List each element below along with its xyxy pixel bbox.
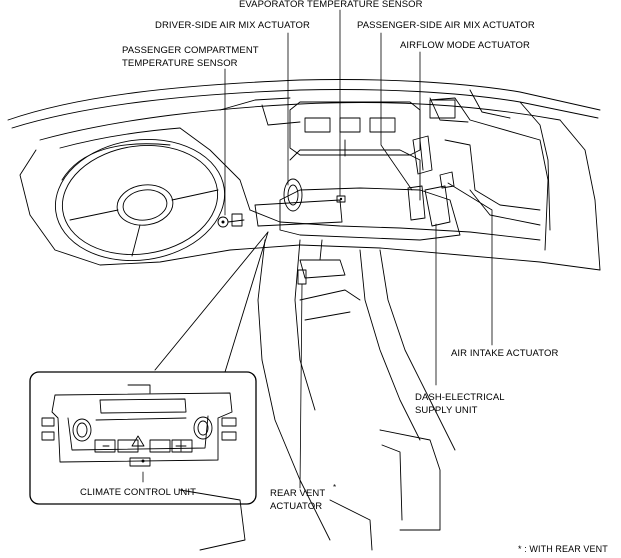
hvac-unit-body <box>254 101 461 279</box>
airflow-mode-actuator-shape <box>412 135 433 175</box>
dash-electrical-supply-unit-shape <box>424 185 451 227</box>
dashboard-outline <box>7 79 601 271</box>
inset-frame <box>29 371 257 505</box>
driver-air-mix-actuator-shape <box>283 178 303 212</box>
center-console <box>179 239 456 551</box>
label-air-intake-actuator: AIR INTAKE ACTUATOR <box>451 348 559 359</box>
label-airflow-mode-actuator: AIRFLOW MODE ACTUATOR <box>400 40 531 51</box>
label-rear-vent-actuator-line1: REAR VENT <box>270 488 326 499</box>
label-driver-side-air-mix-actuator: DRIVER-SIDE AIR MIX ACTUATOR <box>155 20 310 31</box>
evaporator-sensor-shape <box>336 195 346 203</box>
label-passenger-side-air-mix-actuator: PASSENGER-SIDE AIR MIX ACTUATOR <box>357 20 535 31</box>
label-passenger-compartment-sensor-line2: TEMPERATURE SENSOR <box>122 58 238 69</box>
right-duct-assembly <box>429 97 549 251</box>
cabin-temp-sensor-shape <box>217 213 245 228</box>
label-climate-control-unit: CLIMATE CONTROL UNIT <box>80 487 197 498</box>
label-dash-electrical-supply-unit-line1: DASH-ELECTRICAL <box>415 392 505 403</box>
passenger-air-mix-actuator-shape <box>407 185 426 221</box>
callout-wedge <box>154 231 269 373</box>
climate-control-button-glyphs <box>102 440 187 452</box>
climate-control-unit-drawing <box>41 384 237 467</box>
footnote-with-rear-vent: * : WITH REAR VENT <box>518 544 608 554</box>
label-passenger-compartment-sensor-line1: PASSENGER COMPARTMENT <box>122 45 259 56</box>
air-intake-actuator-shape <box>439 171 455 189</box>
label-evaporator-temperature-sensor: EVAPORATOR TEMPERATURE SENSOR <box>239 0 423 10</box>
label-rear-vent-actuator-line2: ACTUATOR <box>270 501 323 512</box>
label-rear-vent-asterisk: * <box>333 483 337 492</box>
leader-lines <box>142 9 493 489</box>
label-dash-electrical-supply-unit-line2: SUPPLY UNIT <box>415 405 478 416</box>
steering-wheel <box>54 138 226 262</box>
